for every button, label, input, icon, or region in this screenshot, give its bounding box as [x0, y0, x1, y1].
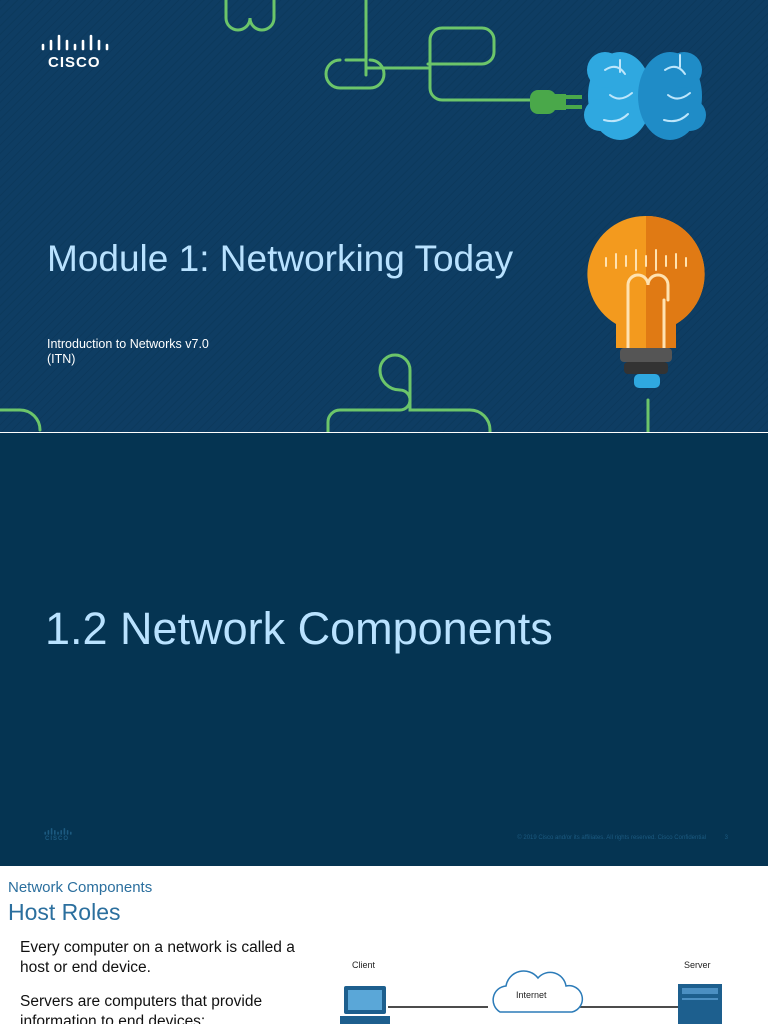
client-label: Client: [352, 960, 376, 970]
slide-subtitle-line1: Introduction to Networks v7.0: [47, 337, 209, 351]
section-title: 1.2 Network Components: [45, 603, 553, 654]
copyright-footer: © 2019 Cisco and/or its affiliates. All …: [517, 835, 706, 841]
section-slide: 1.2 Network Components CISCO © 2019 Cisc…: [0, 433, 768, 866]
cisco-logo-small: CISCO: [44, 828, 74, 846]
cisco-bars-icon: [44, 828, 72, 835]
cisco-wordmark: CISCO: [45, 836, 70, 842]
client-server-diagram: Client Server Internet: [330, 956, 730, 1024]
server-label: Server: [684, 960, 711, 970]
paragraph-servers: Servers are computers that provide infor…: [20, 993, 263, 1024]
slide-subtitle-line2: (ITN): [47, 352, 76, 366]
lightbulb-icon: [587, 215, 705, 388]
internet-label: Internet: [516, 990, 547, 1000]
section-heading: Network Components: [8, 879, 153, 896]
page-number: 3: [724, 835, 728, 841]
title-slide: CISCO Module 1: Networking Today Introdu…: [0, 0, 768, 432]
paragraph-host-definition: Every computer on a network is called a …: [20, 939, 295, 976]
brain-icon: [584, 52, 706, 140]
background-graphic: [0, 0, 768, 432]
diagram-graphic: [340, 970, 722, 1024]
cisco-wordmark: CISCO: [48, 54, 101, 71]
cisco-bars-icon: [41, 34, 109, 51]
slide-title: Host Roles: [8, 899, 121, 925]
slide-title: Module 1: Networking Today: [47, 238, 514, 279]
internet-cloud-icon: [492, 970, 584, 1013]
cisco-logo: CISCO: [40, 34, 112, 72]
plug-icon: [530, 90, 582, 114]
content-slide: Network Components Host Roles Every comp…: [0, 866, 768, 1024]
client-computer-icon: [340, 986, 390, 1024]
server-icon: [678, 984, 722, 1024]
